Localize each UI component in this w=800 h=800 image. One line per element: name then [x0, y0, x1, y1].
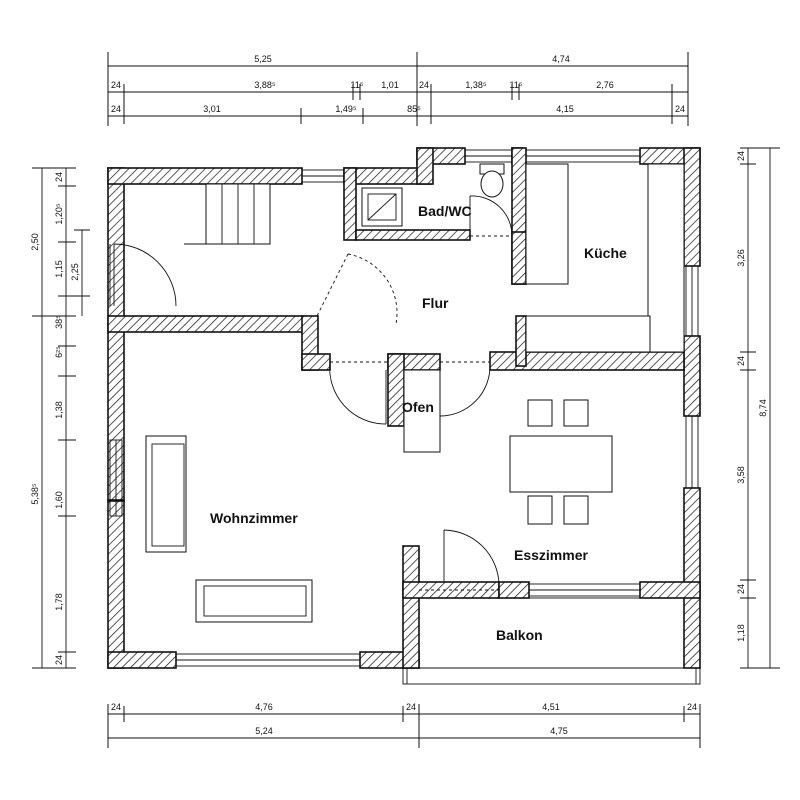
- left-dimensions: 2,50 5,38⁵ 24 1,20⁵ 1,15 38⁵ 6²⁵ 1,38 1,…: [30, 167, 90, 669]
- wall-bath-left: [343, 167, 357, 241]
- shower: [361, 187, 403, 227]
- dim-top-r2-5: 1,38⁵: [465, 80, 487, 90]
- dim-right-inner-5: 1,18: [736, 624, 746, 642]
- dim-left-inner-7: 1,78: [54, 593, 64, 611]
- dim-top-r2-6: 11⁵: [509, 80, 522, 90]
- right-dimensions: 8,74 24 3,26 24 3,58 24 1,18: [736, 147, 780, 669]
- balcony-railing: [402, 597, 701, 685]
- room-label-ofen: Ofen: [402, 399, 434, 415]
- dim-left-inner-2: 1,15: [54, 260, 64, 278]
- dim-top-r2-2: 11⁵: [350, 80, 363, 90]
- dim-left-inner-3: 38⁵: [54, 315, 64, 329]
- dim-bot-r1-2: 24: [406, 702, 416, 712]
- dim-top-r2-3: 1,01: [381, 80, 399, 90]
- bottom-dimensions: 24 4,76 24 4,51 24 5,24 4,75: [107, 702, 701, 748]
- dim-top-r1-1: 4,74: [552, 54, 570, 64]
- wall-north-step: [416, 147, 434, 185]
- dim-top-r3-0: 24: [111, 104, 121, 114]
- room-label-flur: Flur: [422, 295, 449, 311]
- dim-top-r3-3: 85⁵: [407, 104, 421, 114]
- room-label-esszimmer: Esszimmer: [514, 547, 588, 563]
- dim-top-r3-1: 3,01: [203, 104, 221, 114]
- dim-top-r2-1: 3,88⁵: [254, 80, 276, 90]
- sofa-horizontal: [195, 579, 313, 623]
- oven: [403, 369, 441, 453]
- dim-left-inner-4: 6²⁵: [54, 346, 64, 358]
- dining-set: [509, 399, 613, 525]
- wall-bath-right-b: [511, 231, 527, 285]
- dim-right-outer-0: 8,74: [758, 399, 768, 417]
- dim-left-outer-1: 5,38⁵: [30, 483, 40, 505]
- sofa-vertical: [145, 435, 187, 553]
- dim-bot-r1-3: 4,51: [542, 702, 560, 712]
- dim-bot-r2-0: 5,24: [255, 726, 273, 736]
- wall-int-stub-b: [301, 353, 331, 371]
- dim-right-inner-1: 3,26: [736, 249, 746, 267]
- room-label-kueche: Küche: [584, 245, 627, 261]
- wall-int-kitchen-stub: [515, 315, 527, 367]
- wall-balcony-top-c: [639, 581, 701, 599]
- dim-bot-r1-1: 4,76: [255, 702, 273, 712]
- wall-west: [107, 167, 125, 669]
- dining-table: [509, 435, 613, 493]
- dim-top-r2-4: 24: [419, 80, 429, 90]
- sofas: [145, 435, 313, 623]
- wall-north-left-a: [107, 167, 303, 185]
- counter-left: [525, 163, 569, 285]
- top-dimensions: 5,25 4,74 24 3,88⁵ 11⁵ 1,01 24 1,38⁵ 11⁵…: [107, 52, 689, 126]
- wall-bath-bottom: [355, 229, 471, 241]
- staircase: [184, 183, 271, 245]
- dim-left-outer-0: 2,50: [30, 233, 40, 251]
- wall-balcony-top-b: [498, 581, 530, 599]
- kitchen-counters: [525, 163, 685, 353]
- dim-right-inner-2: 24: [736, 356, 746, 366]
- wall-south-a: [107, 651, 177, 669]
- dim-top-r2-0: 24: [111, 80, 121, 90]
- dim-top-r3-2: 1,49⁵: [335, 104, 357, 114]
- dim-left-inner-8: 24: [54, 655, 64, 665]
- dim-left-extra-0: 2,25: [70, 263, 80, 281]
- dim-top-r1-0: 5,25: [254, 54, 272, 64]
- chair: [527, 399, 553, 427]
- dim-left-inner-0: 24: [54, 172, 64, 182]
- dim-top-r3-4: 4,15: [556, 104, 574, 114]
- wall-oven-left: [387, 353, 405, 427]
- dim-left-inner-5: 1,38: [54, 401, 64, 419]
- chair: [563, 399, 589, 427]
- dim-right-inner-0: 24: [736, 151, 746, 161]
- room-label-bad-wc: Bad/WC: [418, 203, 472, 219]
- dim-bot-r2-1: 4,75: [550, 726, 568, 736]
- dim-bot-r1-0: 24: [111, 702, 121, 712]
- dim-top-r3-5: 24: [675, 104, 685, 114]
- counter-bottom: [525, 315, 651, 353]
- chair: [527, 495, 553, 525]
- dim-right-inner-4: 24: [736, 584, 746, 594]
- dim-left-inner-1: 1,20⁵: [54, 203, 64, 225]
- toilet: [479, 163, 505, 198]
- windows: [109, 149, 699, 667]
- dim-top-r2-7: 2,76: [596, 80, 614, 90]
- chair: [563, 495, 589, 525]
- wall-int-top-left: [107, 315, 305, 333]
- dim-left-inner-6: 1,60: [54, 491, 64, 509]
- wall-east-c: [683, 487, 701, 669]
- doors: [109, 195, 513, 591]
- room-label-wohnzimmer: Wohnzimmer: [210, 510, 298, 526]
- wall-int-balcony-west: [402, 545, 420, 669]
- room-label-balkon: Balkon: [496, 627, 543, 643]
- counter-right: [647, 163, 685, 353]
- wall-east-a: [683, 147, 701, 267]
- wall-east-b: [683, 335, 701, 417]
- dim-bot-r1-4: 24: [687, 702, 697, 712]
- dim-right-inner-3: 3,58: [736, 466, 746, 484]
